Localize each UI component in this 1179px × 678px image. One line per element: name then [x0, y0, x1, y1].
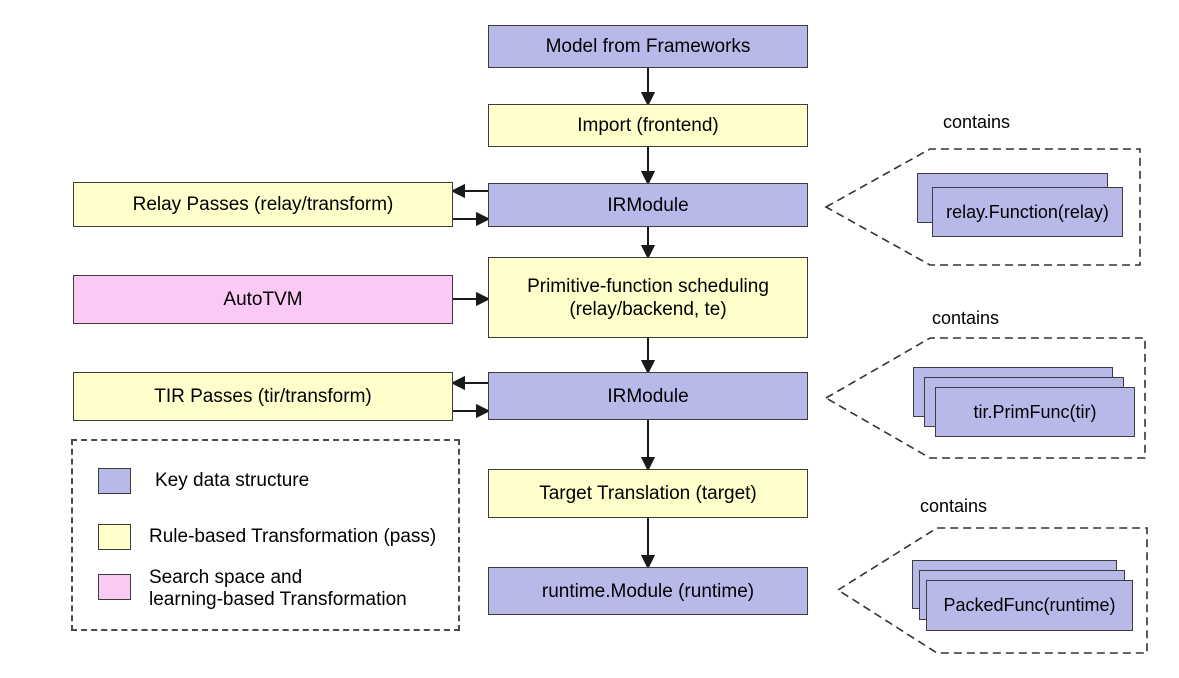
- node-label: Import (frontend): [577, 115, 719, 136]
- node-relay-passes: Relay Passes (relay/transform): [73, 182, 453, 227]
- stacked-box-label: PackedFunc(runtime): [943, 595, 1116, 615]
- legend-swatch-rule-based: [98, 524, 131, 550]
- node-primitive-function-scheduling: Primitive-function scheduling (relay/bac…: [488, 257, 808, 338]
- node-irmodule-tir: IRModule: [488, 372, 808, 420]
- node-tir-passes: TIR Passes (tir/transform): [73, 372, 453, 421]
- node-label: AutoTVM: [223, 289, 303, 310]
- arrowhead-down-icon: [640, 171, 656, 186]
- legend-label-key-data: Key data structure: [155, 470, 310, 491]
- arrowhead-down-icon: [640, 360, 656, 375]
- stacked-box-packedfunc: PackedFunc(runtime): [926, 580, 1133, 631]
- legend-label-search-line2: learning-based Transformation: [149, 589, 407, 610]
- contains-pentagon-tir: [824, 337, 1146, 459]
- contains-pentagon-runtime: [836, 527, 1148, 654]
- node-target-translation: Target Translation (target): [488, 469, 808, 518]
- node-label: runtime.Module (runtime): [541, 580, 755, 602]
- stacked-box-label: relay.Function(relay): [946, 201, 1109, 222]
- flow-arrows: [450, 68, 656, 570]
- legend-swatch-search: [98, 574, 131, 600]
- contains-label-runtime: contains: [920, 496, 988, 516]
- legend-label-rule-based: Rule-based Transformation (pass): [149, 526, 437, 547]
- node-label-line1: Primitive-function scheduling: [527, 275, 769, 297]
- node-label: Relay Passes (relay/transform): [132, 194, 394, 215]
- arrowhead-down-icon: [640, 245, 656, 260]
- node-autotvm: AutoTVM: [73, 275, 453, 324]
- node-label: IRModule: [607, 194, 689, 216]
- contains-label-relay: contains: [943, 112, 1011, 132]
- arrowhead-down-icon: [640, 92, 656, 107]
- legend-label-search-line1: Search space and: [149, 567, 303, 588]
- node-runtime-module: runtime.Module (runtime): [488, 567, 808, 615]
- node-import-frontend: Import (frontend): [488, 104, 808, 147]
- legend-label-search: Search space and learning-based Transfor…: [149, 567, 407, 611]
- arrowhead-left-icon: [450, 375, 465, 391]
- node-label: IRModule: [607, 385, 689, 407]
- contains-label-tir: contains: [932, 308, 1000, 328]
- legend-swatch-key-data: [98, 468, 131, 494]
- legend: Key data structure Rule-based Transforma…: [71, 439, 460, 631]
- arrowhead-right-icon: [476, 211, 491, 227]
- node-model-from-frameworks: Model from Frameworks: [488, 25, 808, 68]
- node-label-line2: (relay/backend, te): [569, 298, 727, 320]
- stacked-box-label: tir.PrimFunc(tir): [973, 401, 1097, 422]
- arrowhead-right-icon: [476, 291, 491, 307]
- stacked-box-tir-primfunc: tir.PrimFunc(tir): [935, 387, 1135, 437]
- arrowhead-down-icon: [640, 457, 656, 472]
- node-label: Target Translation (target): [539, 483, 757, 504]
- contains-pentagons: [824, 148, 1148, 654]
- arrowhead-right-icon: [476, 403, 491, 419]
- node-label: Model from Frameworks: [545, 36, 751, 57]
- node-irmodule-relay: IRModule: [488, 183, 808, 227]
- stacked-box-relay-function: relay.Function(relay): [932, 187, 1123, 237]
- arrowhead-left-icon: [450, 183, 465, 199]
- node-label: TIR Passes (tir/transform): [154, 386, 372, 407]
- arrowhead-down-icon: [640, 555, 656, 570]
